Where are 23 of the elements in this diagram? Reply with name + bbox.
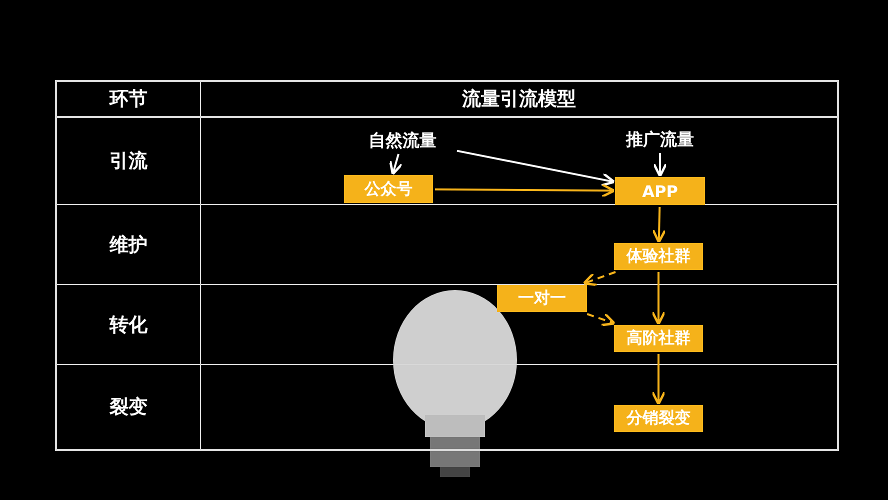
- table-header: 环节: [110, 87, 148, 112]
- source-label: 推广流量: [618, 127, 702, 151]
- process-box: 公众号: [344, 175, 433, 203]
- source-label: 自然流量: [350, 128, 455, 152]
- arrow: [586, 312, 616, 326]
- arrow: [456, 150, 616, 187]
- arrow: [435, 183, 616, 198]
- process-box: 体验社群: [614, 243, 703, 270]
- arrow: [651, 354, 666, 406]
- arrow: [652, 153, 668, 178]
- process-box: APP: [615, 177, 705, 205]
- arrow: [651, 272, 666, 326]
- row-header: 裂变: [110, 395, 148, 420]
- process-box: 高阶社群: [614, 325, 703, 352]
- arrow: [582, 271, 616, 286]
- row-header: 引流: [110, 149, 148, 174]
- process-box: 一对一: [497, 285, 587, 312]
- row-header: 转化: [110, 312, 148, 338]
- table-header: 流量引流模型: [462, 87, 576, 112]
- row-header: 维护: [110, 232, 148, 258]
- process-box: 分销裂变: [614, 405, 703, 432]
- arrow: [389, 154, 403, 176]
- arrow: [652, 206, 666, 244]
